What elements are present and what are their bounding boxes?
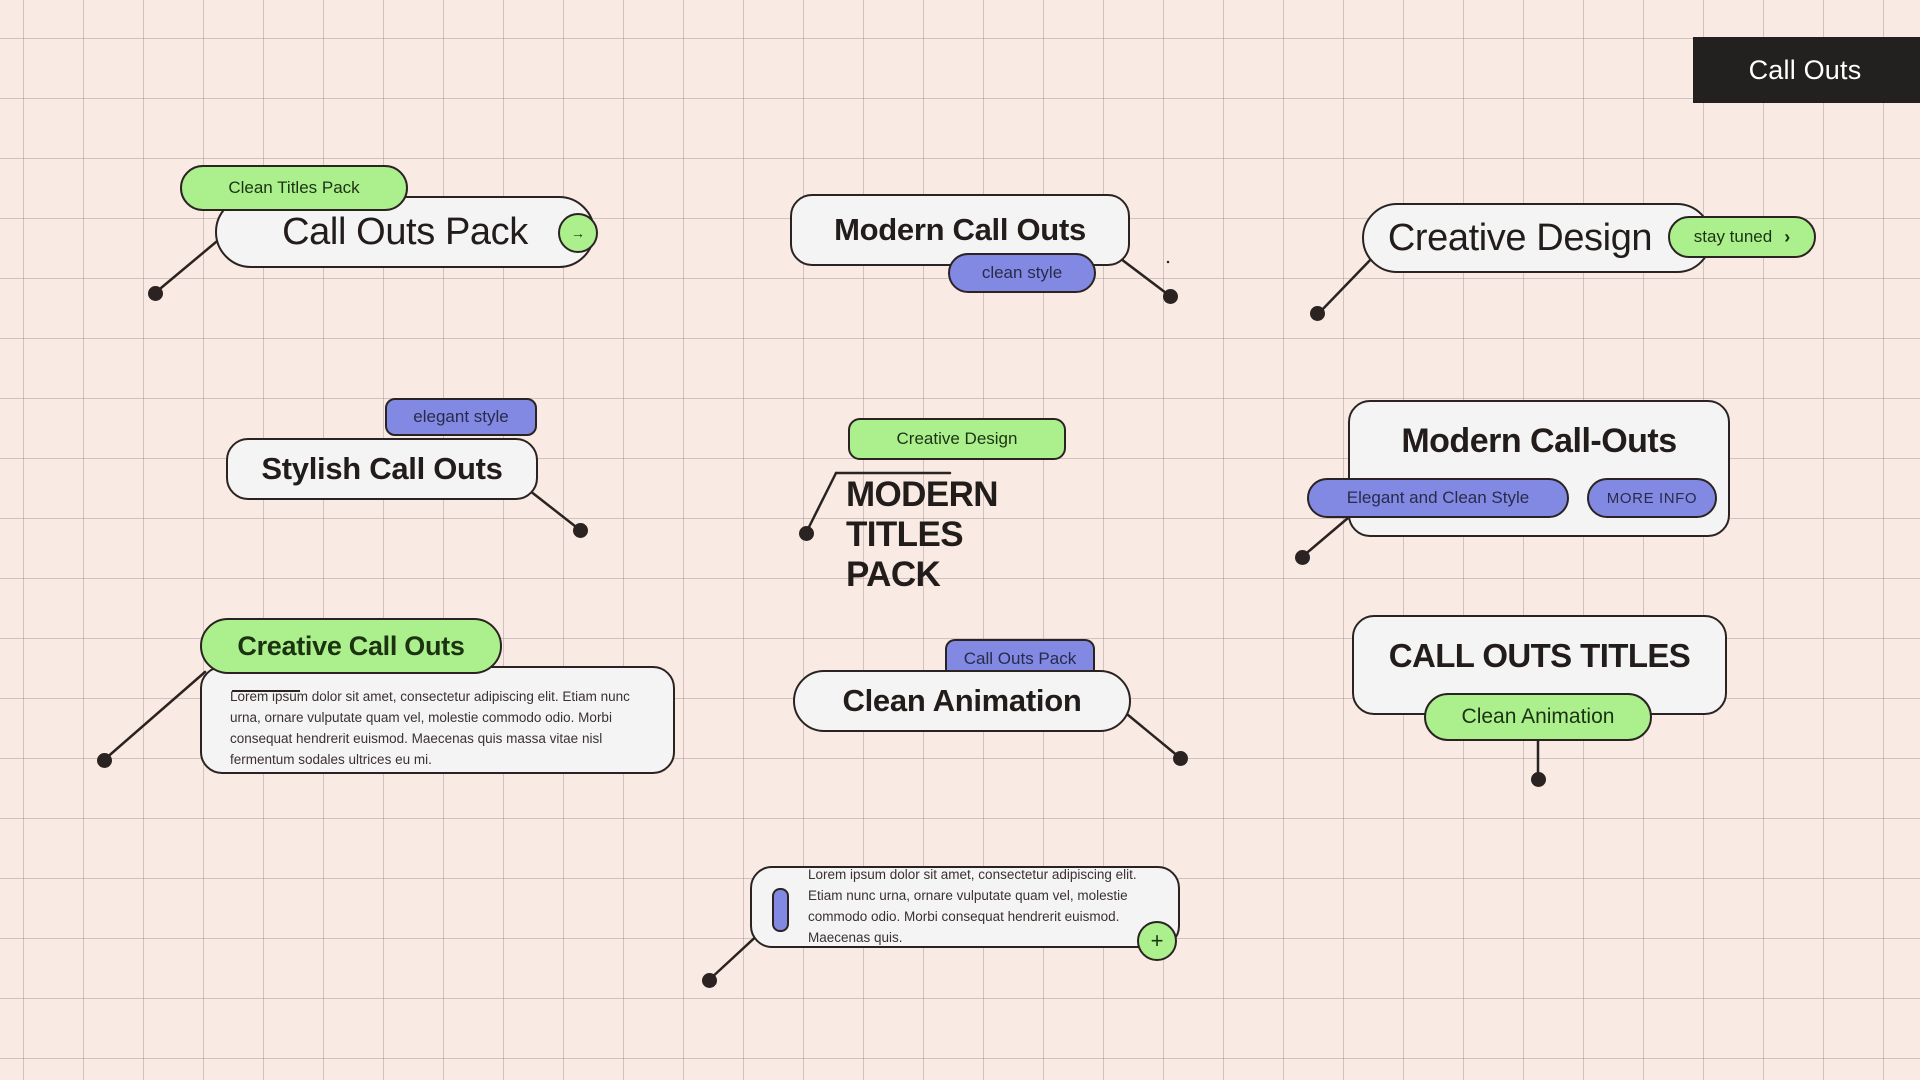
call-outs-titles-tag[interactable]: Clean Animation (1424, 693, 1652, 741)
creative-design-tag[interactable]: stay tuned › (1668, 216, 1816, 258)
modern-call-outs-card-tag[interactable]: Elegant and Clean Style (1307, 478, 1569, 518)
stylish-call-outs-tag-label: elegant style (413, 407, 509, 426)
clean-animation-tag-label: Call Outs Pack (963, 649, 1077, 668)
more-info-label: MORE INFO (1606, 489, 1698, 507)
leader-dot (573, 523, 588, 538)
modern-titles-tag[interactable]: Creative Design (848, 418, 1066, 460)
call-outs-pack-box[interactable]: Call Outs Pack (215, 196, 595, 268)
leader-dot (1531, 772, 1546, 787)
leader-dot (148, 286, 163, 301)
leader-dot (1310, 306, 1325, 321)
lorem-card-box[interactable]: Lorem ipsum dolor sit amet, consectetur … (750, 866, 1180, 948)
leader-dot (702, 973, 717, 988)
arrow-right-icon[interactable]: → (558, 213, 598, 253)
corner-badge-label: Call Outs (1748, 54, 1862, 85)
modern-titles-pack-title: MODERN TITLES PACK (846, 475, 999, 594)
leader-dot (1295, 550, 1310, 565)
creative-call-outs-card[interactable]: Lorem ipsum dolor sit amet, consectetur … (200, 666, 675, 774)
lorem-card-body: Lorem ipsum dolor sit amet, consectetur … (808, 867, 1137, 945)
call-outs-pack-title: Call Outs Pack (282, 210, 528, 253)
clean-animation-box[interactable]: Clean Animation (793, 670, 1131, 732)
leader-dot (1163, 289, 1178, 304)
creative-call-outs-rule (232, 690, 300, 692)
chevron-right-icon: › (1784, 226, 1791, 247)
modern-call-outs-title: Modern Call Outs (834, 212, 1086, 247)
creative-design-tag-label: stay tuned (1693, 227, 1773, 246)
modern-call-outs-card-tag-label: Elegant and Clean Style (1346, 488, 1530, 507)
modern-call-outs-card-title: Modern Call-Outs (1401, 422, 1677, 460)
corner-badge: Call Outs (1693, 37, 1920, 103)
modern-call-outs-tag-label: clean style (981, 263, 1063, 282)
plus-glyph: + (1150, 928, 1164, 953)
modern-titles-rule (836, 472, 950, 474)
creative-call-outs-title: Creative Call Outs (237, 630, 465, 661)
stylish-call-outs-title: Stylish Call Outs (261, 451, 503, 486)
stylish-call-outs-box[interactable]: Stylish Call Outs (226, 438, 538, 500)
modern-call-outs-tag[interactable]: clean style (948, 253, 1096, 293)
leader-dot (1173, 751, 1188, 766)
accent-bar (772, 888, 789, 932)
creative-design-box[interactable]: Creative Design (1362, 203, 1712, 273)
creative-call-outs-body: Lorem ipsum dolor sit amet, consectetur … (230, 689, 630, 767)
call-outs-pack-tag-label: Clean Titles Pack (228, 178, 360, 197)
clean-animation-title: Clean Animation (842, 683, 1082, 718)
modern-call-outs-box[interactable]: Modern Call Outs (790, 194, 1130, 266)
stylish-call-outs-tag[interactable]: elegant style (385, 398, 537, 436)
modern-titles-tag-label: Creative Design (896, 429, 1018, 448)
leader-dot (799, 526, 814, 541)
arrow-right-glyph: → (571, 225, 585, 241)
leader-dot (97, 753, 112, 768)
call-outs-titles-title: CALL OUTS TITLES (1388, 637, 1691, 674)
call-outs-titles-tag-label: Clean Animation (1461, 705, 1615, 728)
plus-icon[interactable]: + (1137, 921, 1177, 961)
creative-call-outs-tag[interactable]: Creative Call Outs (200, 618, 502, 674)
more-info-button[interactable]: MORE INFO (1587, 478, 1717, 518)
call-outs-pack-tag[interactable]: Clean Titles Pack (180, 165, 408, 211)
creative-design-title: Creative Design (1387, 216, 1653, 259)
